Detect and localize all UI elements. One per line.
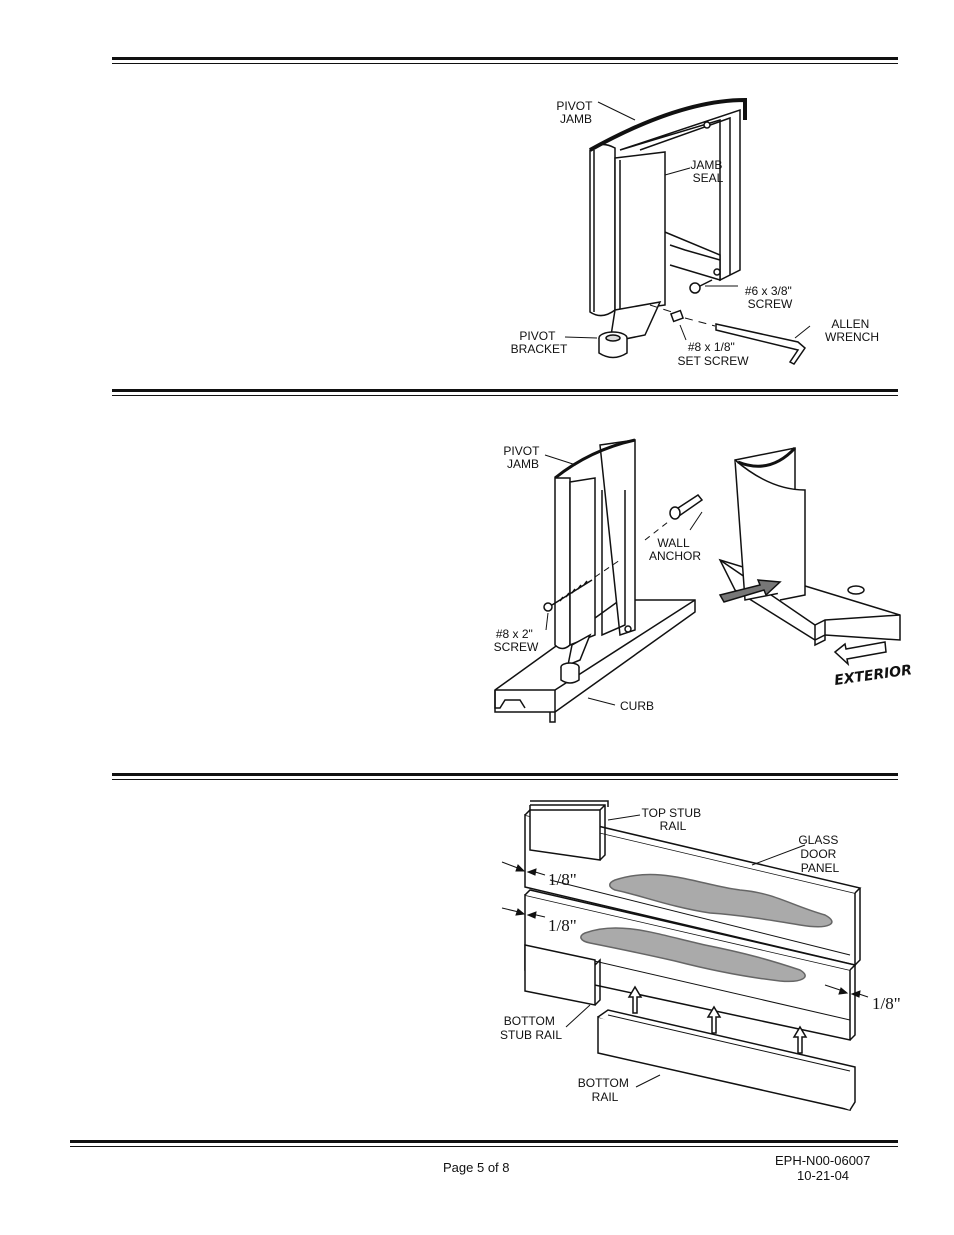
label-screw-8: #8 x 2" <box>496 627 533 641</box>
pivot-jamb-left <box>599 439 636 637</box>
svg-text:#6 x 3/8" SCREW: #6 x 3/8" SCREW <box>745 284 795 311</box>
insert-arrow <box>718 579 782 603</box>
label-glass-door-panel: GLASS <box>798 833 838 847</box>
glass-reflection-lower <box>580 927 806 983</box>
glass-reflection-upper <box>609 873 833 928</box>
label-bottom-stub-rail: BOTTOM <box>504 1014 555 1028</box>
dimension-1-8-c: 1/8" <box>872 994 901 1013</box>
svg-text:GLASS DOOR PANEL: GLASS DOOR PANEL <box>798 833 841 875</box>
label-pivot-jamb-2: PIVOT <box>503 444 540 458</box>
set-screw-icon <box>669 309 685 323</box>
label-pivot-bracket: PIVOT <box>519 329 556 343</box>
svg-text:PIVOT JAMB: PIVOT JAMB <box>503 444 542 471</box>
svg-text:#8 x 2" SCREW: #8 x 2" SCREW <box>494 627 539 654</box>
svg-text:#8 x 1/8" SET SCREW: #8 x 1/8" SET SCREW <box>677 340 749 368</box>
dimension-1-8-b: 1/8" <box>548 916 577 935</box>
up-arrow-3 <box>792 1025 808 1054</box>
section-rule-2 <box>112 389 898 396</box>
label-allen-wrench: ALLEN <box>831 317 869 331</box>
page-number: Page 5 of 8 <box>443 1160 510 1175</box>
document-number: EPH-N00-06007 <box>775 1153 871 1168</box>
document-date: 10-21-04 <box>797 1168 850 1183</box>
label-pivot-jamb-1b: JAMB <box>560 112 592 126</box>
jamb-seal <box>614 151 666 313</box>
screw-6-icon <box>689 282 701 294</box>
svg-text:BOTTOM STUB RAIL: BOTTOM STUB RAIL <box>500 1014 562 1042</box>
svg-text:JAMB SEAL: JAMB SEAL <box>690 158 725 185</box>
footer-rule <box>70 1140 898 1147</box>
svg-text:WALL ANCHOR: WALL ANCHOR <box>649 536 701 563</box>
dimension-1-8-a: 1/8" <box>548 870 577 889</box>
label-wall-anchor: WALL <box>657 536 690 550</box>
label-bottom-rail: BOTTOM <box>578 1076 629 1090</box>
svg-text:BOTTOM RAIL: BOTTOM RAIL <box>578 1076 632 1104</box>
label-top-stub-rail: TOP STUB <box>642 806 702 820</box>
svg-text:PIVOT JAMB: PIVOT JAMB <box>556 99 595 126</box>
svg-text:PIVOT BRACKET: PIVOT BRACKET <box>511 329 568 356</box>
section-rule-1 <box>112 57 898 64</box>
svg-text:TOP STUB RAIL: TOP STUB RAIL <box>642 806 705 833</box>
label-screw-6: #6 x 3/8" <box>745 284 792 298</box>
exterior-arrow <box>833 641 887 667</box>
figure-jamb-curb-install: PIVOT JAMB WALL ANCHOR #8 x 2" SCREW CUR… <box>494 438 913 723</box>
allen-wrench-icon <box>715 323 806 365</box>
figure-glass-panel-rails: TOP STUB RAIL GLASS DOOR PANEL 1/8" 1/8"… <box>500 800 901 1111</box>
up-arrow-2 <box>706 1005 722 1034</box>
svg-text:ALLEN WRENCH: ALLEN WRENCH <box>825 317 879 344</box>
label-pivot-jamb-1: PIVOT <box>556 99 593 113</box>
section-rule-3 <box>112 773 898 780</box>
label-jamb-seal: JAMB <box>690 158 722 172</box>
up-arrow-1 <box>627 985 643 1014</box>
label-exterior: EXTERIOR <box>833 662 913 689</box>
label-curb: CURB <box>620 699 654 713</box>
figure-pivot-jamb-assembly: PIVOT JAMB JAMB SEAL #6 x 3/8" SCREW ALL… <box>511 97 879 368</box>
label-set-screw: #8 x 1/8" <box>688 340 735 354</box>
